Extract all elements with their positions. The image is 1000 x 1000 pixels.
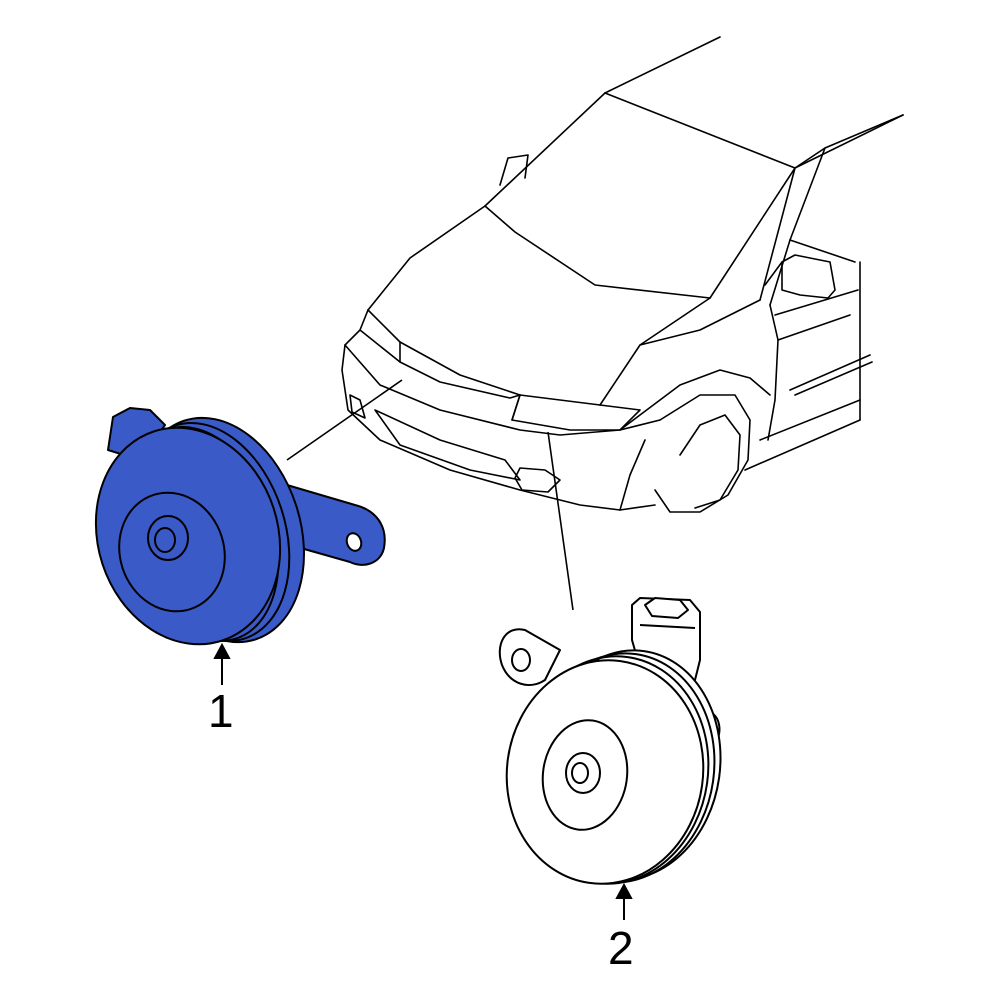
vehicle-outline — [341, 36, 904, 513]
callout-2-arrow — [615, 882, 633, 920]
callout-number-2: 2 — [608, 922, 634, 974]
horn-1-highlighted[interactable] — [68, 396, 386, 669]
horn-2[interactable] — [492, 597, 735, 897]
callout-number-1: 1 — [208, 685, 234, 737]
callout-1-arrow — [213, 642, 231, 685]
leader-lines — [286, 379, 574, 611]
